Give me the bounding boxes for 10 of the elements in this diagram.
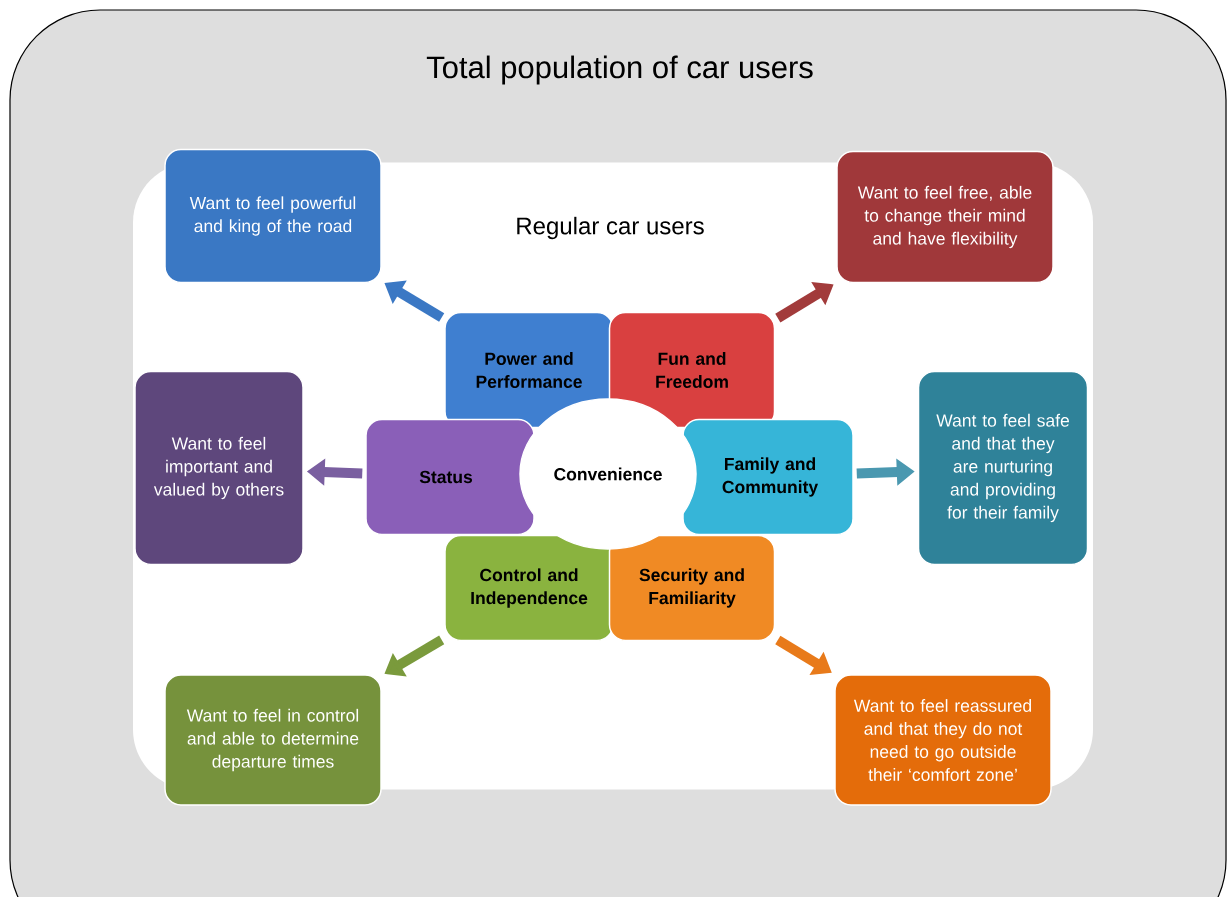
outcome-box: Want to feel free, able to change their mind and have flexibility — [836, 150, 1054, 284]
category-box: Family and Community — [682, 418, 854, 536]
category-box: Status — [365, 418, 535, 536]
outcome-box: Want to feel in control and able to determine departure times — [164, 674, 382, 806]
outcome-box: Want to feel important and valued by others — [134, 370, 304, 566]
outcome-box: Want to feel safe and that they are nurturing and providing for their family — [917, 370, 1089, 566]
outcome-box: Want to feel reassured and that they do not need to go outside their ‘comfort zone’ — [834, 674, 1052, 806]
outcome-box: Want to feel powerful and king of the road — [164, 148, 382, 284]
category-box: Control and Independence — [444, 534, 614, 642]
category-box: Security and Familiarity — [608, 534, 776, 642]
